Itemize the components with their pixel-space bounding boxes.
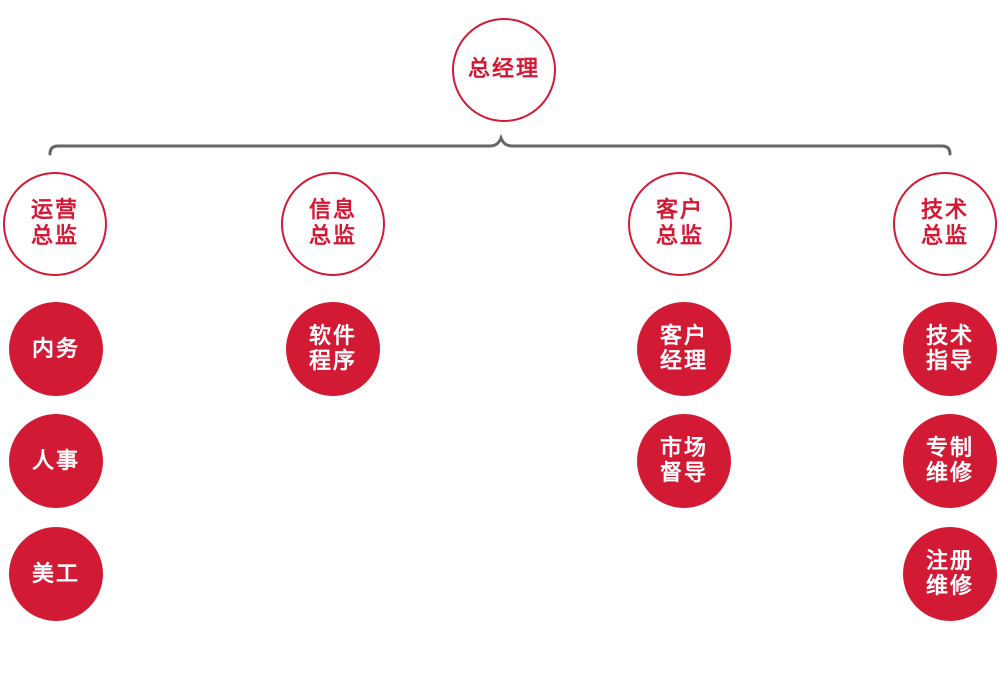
node-label: 注册维修: [925, 549, 974, 599]
node-label: 内务: [31, 336, 80, 362]
director-node-customer: 客户总监: [628, 172, 732, 276]
root-node-general-manager: 总经理: [452, 18, 556, 122]
staff-node: 专制维修: [903, 414, 997, 508]
node-label: 市场督导: [659, 436, 708, 486]
node-label: 技术总监: [920, 198, 969, 249]
staff-node: 人事: [9, 414, 103, 508]
staff-node: 技术指导: [903, 302, 997, 396]
node-label: 专制维修: [925, 436, 974, 486]
staff-node: 内务: [9, 302, 103, 396]
node-label: 软件程序: [308, 324, 357, 374]
staff-node: 客户经理: [637, 302, 731, 396]
node-label: 信息总监: [308, 198, 357, 249]
staff-node: 软件程序: [286, 302, 380, 396]
director-node-operations: 运营总监: [3, 172, 107, 276]
node-label: 总经理: [467, 57, 540, 82]
director-node-technical: 技术总监: [893, 172, 997, 276]
staff-node: 注册维修: [903, 527, 997, 621]
node-label: 人事: [31, 448, 80, 474]
director-node-information: 信息总监: [281, 172, 385, 276]
staff-node: 市场督导: [637, 414, 731, 508]
node-label: 客户经理: [659, 324, 708, 374]
node-label: 运营总监: [30, 198, 79, 249]
staff-node: 美工: [9, 527, 103, 621]
node-label: 美工: [31, 561, 80, 587]
node-label: 客户总监: [655, 198, 704, 249]
node-label: 技术指导: [925, 324, 974, 374]
